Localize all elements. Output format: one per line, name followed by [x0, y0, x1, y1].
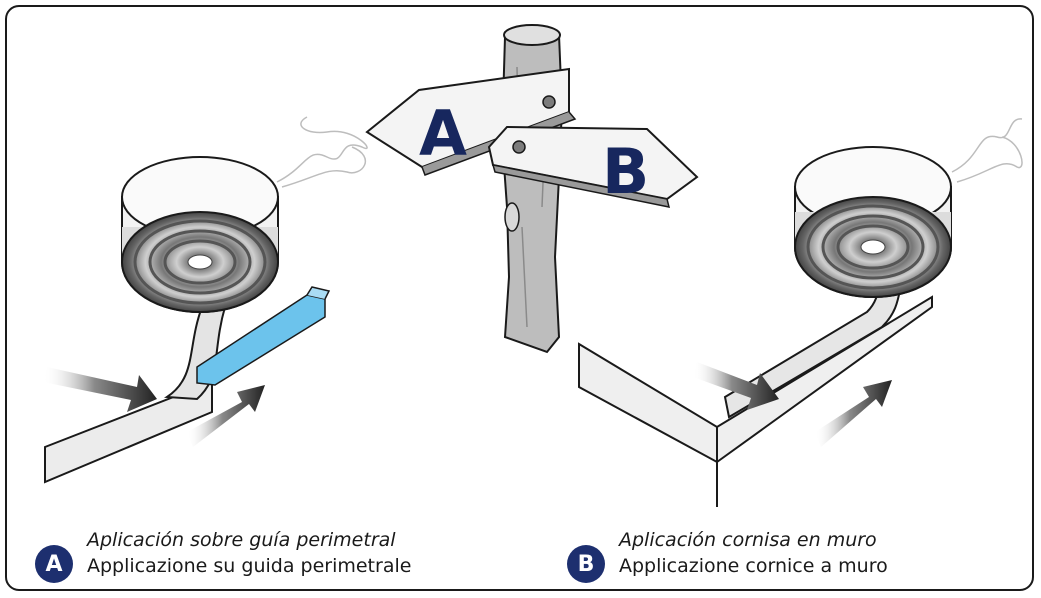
- badge-a: A: [35, 545, 73, 583]
- sign-a-letter: A: [419, 97, 467, 170]
- scene-b: [578, 118, 1023, 507]
- diagram-frame: A B A Aplicación sobre guía p: [5, 5, 1034, 591]
- caption-a-italian: Applicazione su guida perimetrale: [87, 555, 412, 577]
- tape-roll-a: [121, 156, 279, 313]
- tape-curve-a: [163, 306, 227, 401]
- badge-b: B: [567, 545, 605, 583]
- tape-strip-a: [44, 380, 213, 484]
- signpost: A B: [365, 24, 699, 354]
- illustration: A B: [43, 24, 1023, 507]
- caption-b-italian: Applicazione cornice a muro: [619, 555, 888, 577]
- arrow-push-a: [43, 367, 157, 412]
- smoke-right: [951, 118, 1023, 183]
- smoke-left: [276, 116, 368, 188]
- arrow-move-b: [815, 380, 892, 447]
- sign-a-board: [365, 67, 570, 169]
- tape-roll-b: [794, 146, 952, 298]
- scene-a: [43, 116, 368, 484]
- caption-b-spanish: Aplicación cornisa en muro: [619, 529, 877, 551]
- arrow-move-a: [187, 385, 265, 447]
- caption-a-spanish: Aplicación sobre guía perimetral: [87, 529, 396, 551]
- sign-b-letter: B: [602, 135, 649, 208]
- arrow-push-b: [693, 362, 779, 410]
- caption-b: B Aplicación cornisa en muro Applicazion…: [567, 527, 888, 583]
- caption-a: A Aplicación sobre guía perimetral Appli…: [35, 527, 411, 583]
